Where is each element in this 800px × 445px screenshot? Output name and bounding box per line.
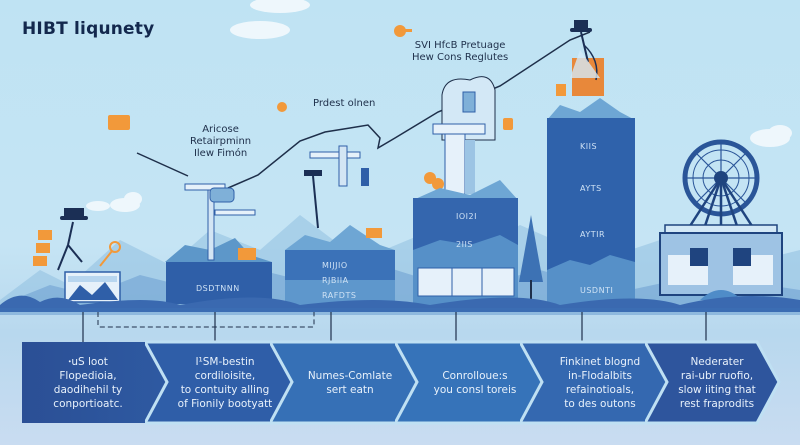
process-step-6: Nederater rai-ubr ruofio, slow iiting th… bbox=[645, 340, 795, 425]
tall-tower-label-1: KIIS bbox=[580, 142, 598, 151]
step-text: Conrolloue:s you consl toreis bbox=[433, 369, 517, 396]
factory-one-label: DSDTNNN bbox=[196, 284, 240, 293]
document-icon bbox=[556, 84, 566, 96]
coin-icon bbox=[277, 102, 287, 112]
factory-two-building bbox=[285, 145, 395, 305]
process-step-1: ꞏuS loot Flopedioia, daodihehil ty conpo… bbox=[22, 340, 172, 425]
magnifier-icon bbox=[109, 241, 121, 253]
trend-arrow-left bbox=[136, 152, 189, 177]
factory-two-label-3: RAFDTS bbox=[322, 291, 357, 300]
annotation-left: Aricose Retairpminn Ilew Fimón bbox=[190, 124, 251, 160]
tall-tower-label-2: AYTS bbox=[580, 184, 602, 193]
person-icon bbox=[57, 208, 88, 271]
annotation-line: Retairpminn bbox=[190, 136, 252, 147]
person-icon bbox=[570, 20, 600, 81]
step-text: Finkinet blognd in-Flodalbits refainotio… bbox=[559, 355, 641, 410]
step-text: Numes-Comlate sert eatn bbox=[307, 369, 393, 396]
annotation-line: SVI HfcB Pretuage bbox=[414, 40, 506, 51]
annotation-line: Ilew Fimón bbox=[193, 148, 248, 159]
step-text: Nederater rai-ubr ruofio, slow iiting th… bbox=[678, 355, 756, 410]
tall-tower-label-3: AYTIR bbox=[580, 230, 606, 239]
process-step-2: I¹SM-bestin cordiloisite, to contuity al… bbox=[145, 340, 295, 425]
connector-lines bbox=[82, 312, 707, 342]
annotation-top-right: SVI HfcB Pretuage Hew Cons Reglutes bbox=[412, 40, 508, 64]
lab-tower-building bbox=[413, 76, 518, 306]
key-icon bbox=[394, 25, 406, 37]
tree-icon bbox=[519, 215, 543, 300]
lab-tower-label-2: 2IIS bbox=[456, 240, 473, 249]
factory-two-label-1: MIJJIO bbox=[322, 261, 348, 270]
lab-tower-label-1: IOI2I bbox=[456, 212, 477, 221]
annotation-line: Prdest olnen bbox=[313, 98, 376, 109]
stall-building bbox=[64, 271, 121, 303]
trend-line bbox=[227, 31, 591, 189]
cloud-icon bbox=[86, 0, 792, 212]
process-steps: ꞏuS loot Flopedioia, daodihehil ty conpo… bbox=[0, 340, 800, 425]
tall-tower-building bbox=[547, 98, 635, 306]
dashed-bracket bbox=[97, 312, 315, 328]
bushes bbox=[0, 295, 800, 312]
annotation-line: Hew Cons Reglutes bbox=[412, 52, 509, 63]
photo-stack-icon bbox=[33, 230, 52, 266]
factory-two-label-2: RJBIIA bbox=[322, 276, 349, 285]
factory-one-building bbox=[165, 183, 272, 304]
page-title: HIBT liqunety bbox=[22, 19, 155, 39]
annotation-line: Aricose bbox=[202, 124, 239, 135]
tall-tower-label-4: USDNTI bbox=[580, 286, 614, 295]
annotation-middle: Prdest olnen bbox=[313, 98, 375, 110]
process-step-4: Conrolloue:s you consl toreis bbox=[395, 340, 545, 425]
ferris-wheel-building bbox=[659, 139, 783, 300]
step-text: ꞏuS loot Flopedioia, daodihehil ty conpo… bbox=[53, 355, 123, 410]
briefcase-icon bbox=[108, 115, 130, 130]
ground-line bbox=[0, 308, 800, 312]
step-text: I¹SM-bestin cordiloisite, to contuity al… bbox=[177, 355, 273, 410]
